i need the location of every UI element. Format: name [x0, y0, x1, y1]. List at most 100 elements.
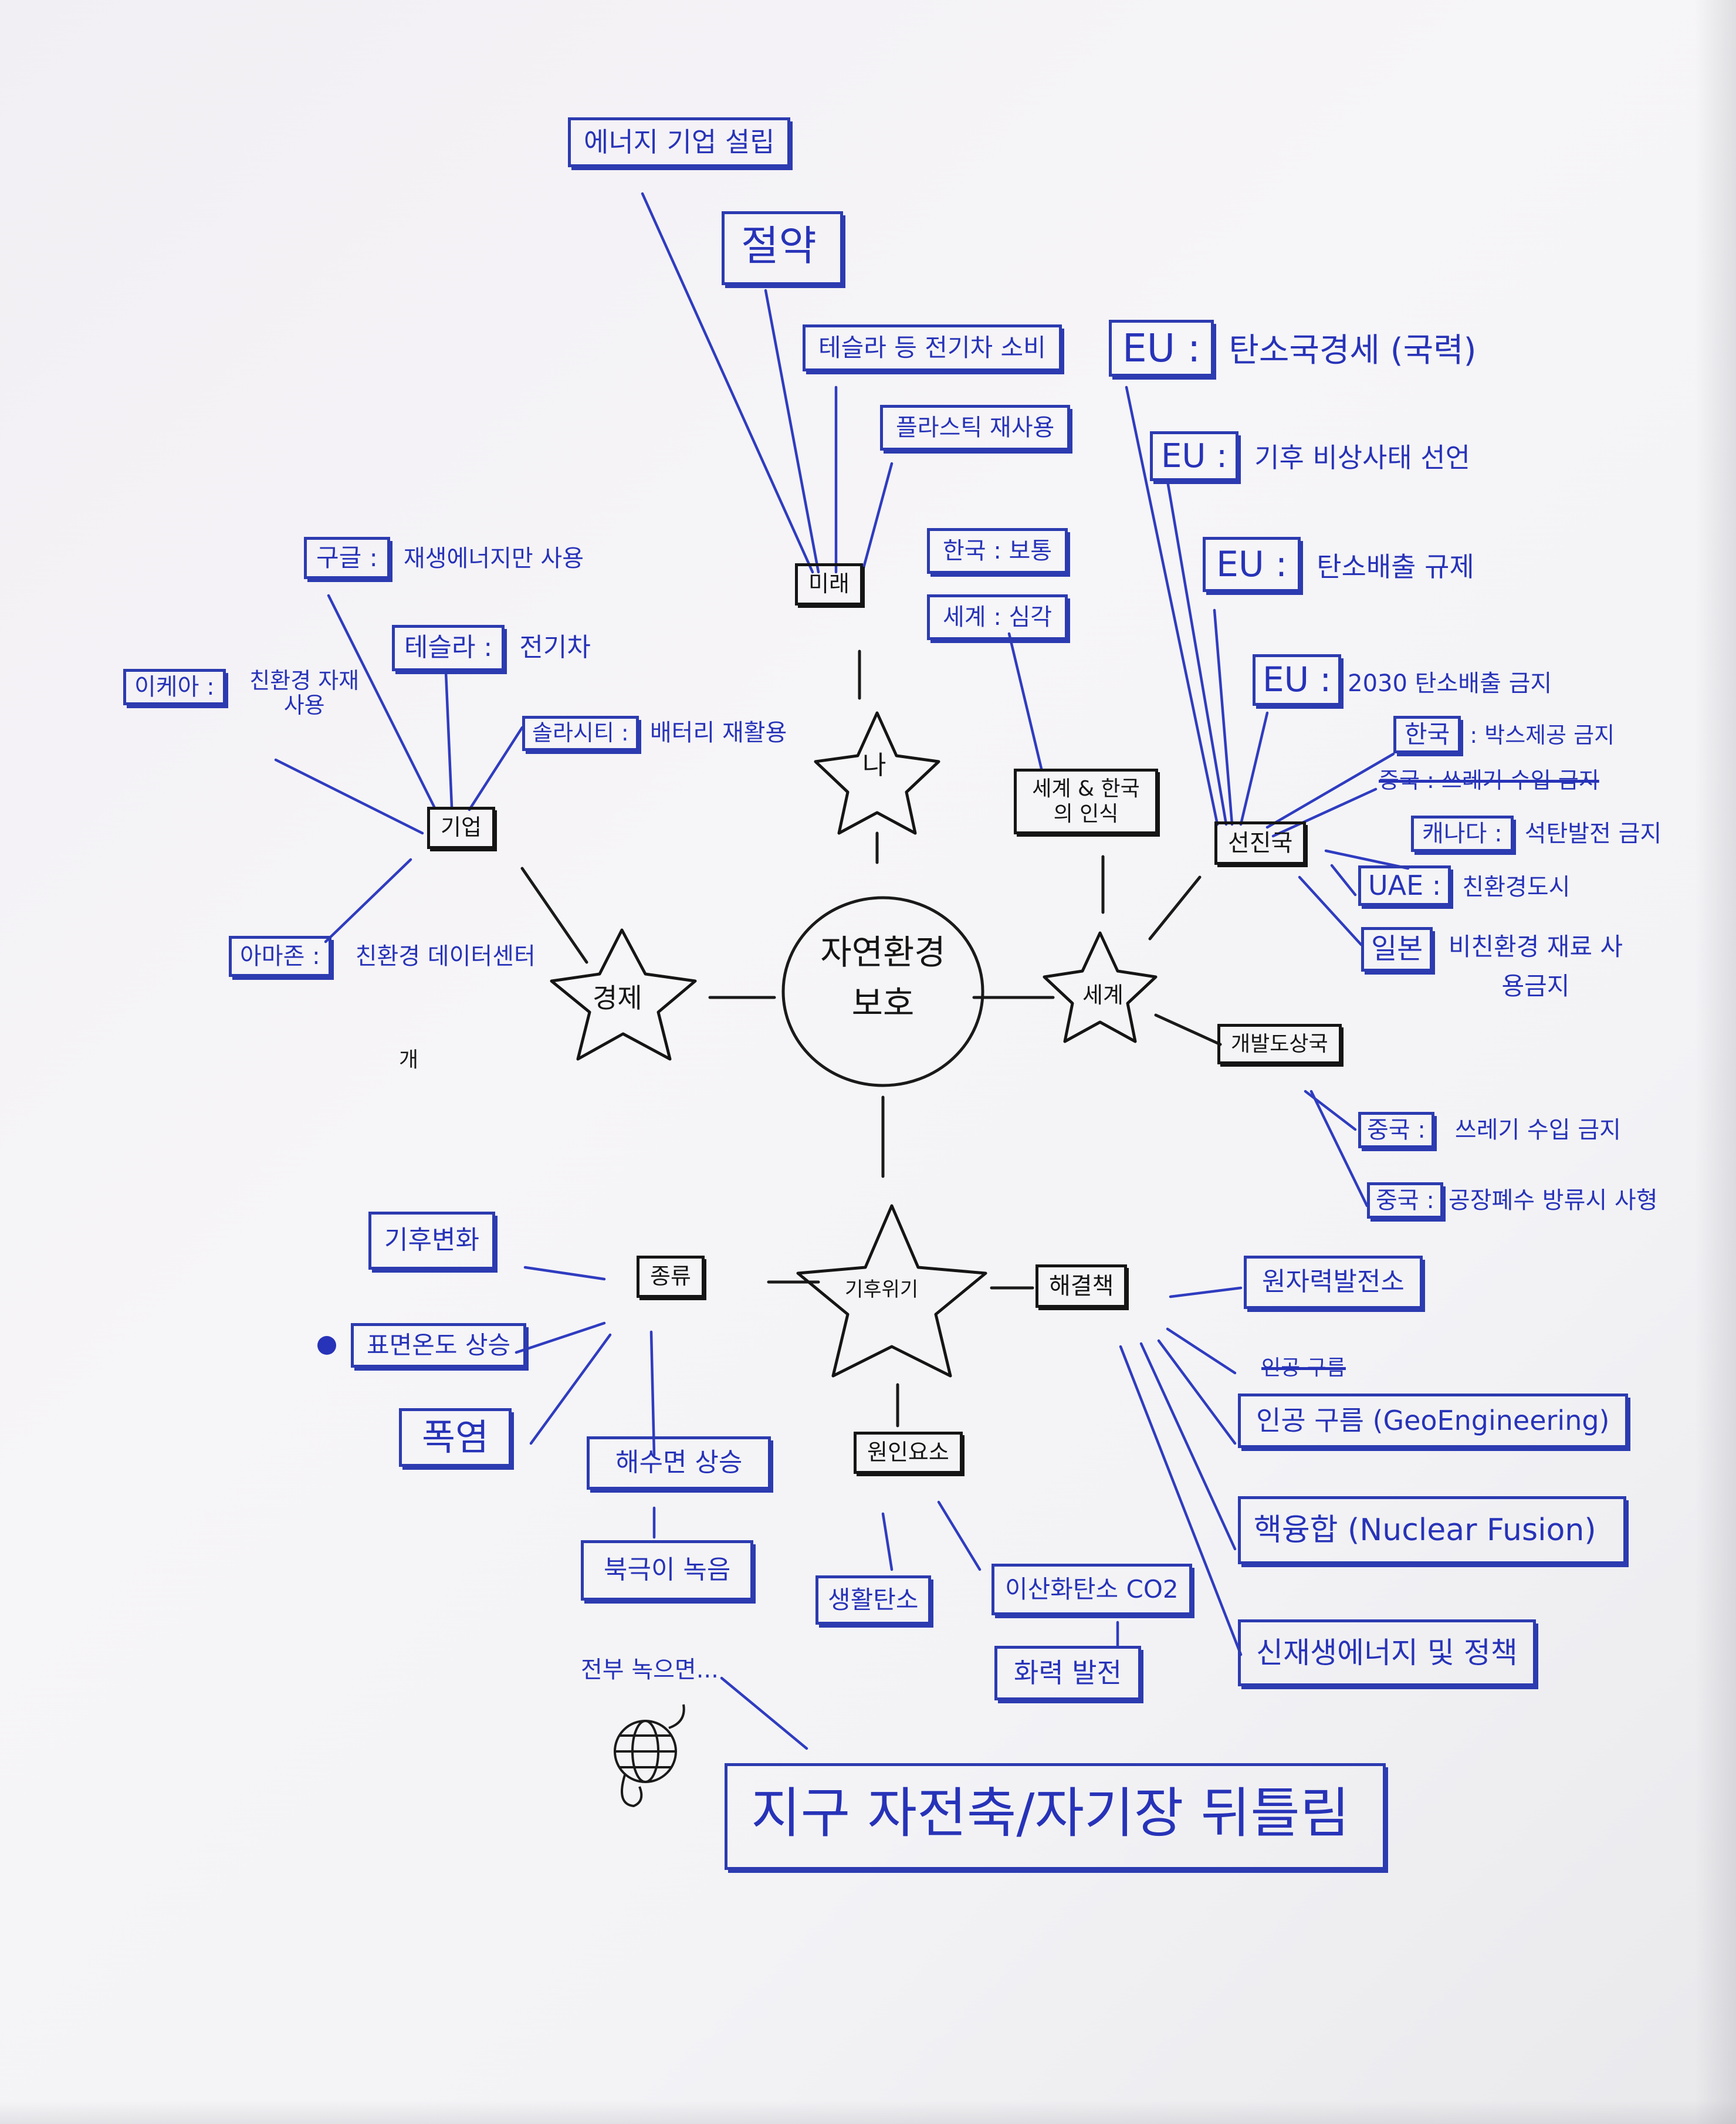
black-links [520, 650, 1222, 1428]
link-world-developed [1148, 875, 1202, 941]
future-item-plastic: 플라스틱 재사용 [880, 405, 1071, 451]
developed-japan-text: 비친환경 재료 사용금지 [1448, 932, 1623, 1001]
solutions-geoengineering: 인공 구름 (GeoEngineering) [1238, 1394, 1628, 1449]
globe-doodle [614, 1704, 685, 1808]
future-node: 미래 [795, 563, 863, 606]
solutions-struck: 인공 구름 [1261, 1356, 1346, 1380]
developed-canada-tag: 캐나다 : [1411, 816, 1514, 852]
types-climate-change: 기후변화 [368, 1212, 495, 1270]
company-tesla-tag: 테슬라 : [392, 625, 505, 671]
causes-co2: 이산화탄소 CO2 [991, 1564, 1192, 1616]
center-circle [781, 896, 984, 1087]
developed-eu-4: EU : 2030 탄소배출 금지 [1253, 654, 1552, 706]
company-solarcity: 솔라시티 : 배터리 재활용 [522, 716, 787, 751]
stray-mark: 개 [399, 1048, 419, 1072]
company-ikea-text: 친환경 자재 사용 [249, 668, 360, 718]
future-item-saving: 절약 [722, 211, 843, 285]
developing-china-1-text: 쓰레기 수입 금지 [1454, 1117, 1621, 1144]
company-google: 구글 : 재생에너지만 사용 [304, 537, 584, 580]
developed-canada: 캐나다 : 석탄발전 금지 [1411, 816, 1661, 852]
developed-korea-tag: 한국 [1393, 716, 1461, 754]
center-title-line1: 자연환경 [820, 932, 946, 972]
star-economy [550, 928, 697, 1061]
developed-eu-2: EU : 기후 비상사태 선언 [1150, 431, 1470, 482]
star-world [1043, 931, 1158, 1043]
company-tesla-text: 전기차 [519, 633, 591, 662]
hub-stars [550, 711, 1158, 1378]
types-arctic-melt: 북극이 녹음 [581, 1540, 754, 1601]
causes-daily-carbon: 생활탄소 [815, 1575, 931, 1625]
paper-edge-shadow [1695, 0, 1736, 2124]
developed-eu-4-tag: EU : [1253, 654, 1342, 706]
types-note: 전부 녹으면... [581, 1656, 719, 1683]
link-world-developing [1154, 1013, 1222, 1046]
company-tesla: 테슬라 : 전기차 [392, 625, 591, 671]
awareness-label: 세계 & 한국의 인식 [1032, 777, 1140, 827]
center-title: 자연환경 보호 [795, 927, 971, 1029]
developed-canada-text: 석탄발전 금지 [1524, 820, 1662, 847]
causes-thermal-power: 화력 발전 [994, 1646, 1141, 1701]
types-sea-level: 해수면 상승 [587, 1436, 771, 1490]
developed-korea-text: : 박스제공 금지 [1470, 722, 1615, 748]
developed-eu-2-tag: EU : [1150, 431, 1239, 482]
company-node: 기업 [427, 807, 495, 849]
ink-dot [317, 1336, 336, 1355]
blue-links [274, 192, 1410, 1750]
developing-china-2: 중국 : 공장폐수 방류시 사형 [1367, 1182, 1658, 1219]
developed-eu-1-tag: EU : [1109, 320, 1214, 377]
awareness-node: 세계 & 한국의 인식 [1014, 769, 1158, 835]
developing-china-2-text: 공장폐수 방류시 사형 [1448, 1187, 1658, 1214]
types-heatwave: 폭염 [399, 1408, 512, 1467]
company-google-text: 재생에너지만 사용 [403, 545, 584, 572]
company-ikea-tag: 이케아 : [123, 669, 226, 705]
hub-me-label: 나 [862, 750, 886, 780]
developed-japan-tag: 일본 [1361, 927, 1433, 972]
future-item-ev: 테슬라 등 전기차 소비 [803, 324, 1062, 372]
developed-eu-4-text: 2030 탄소배출 금지 [1348, 670, 1552, 697]
solutions-nuclear-plant: 원자력발전소 [1244, 1256, 1423, 1309]
developed-uae-tag: UAE : [1358, 865, 1451, 907]
company-google-tag: 구글 : [304, 537, 390, 580]
developed-eu-3-tag: EU : [1203, 537, 1301, 592]
developed-eu-2-text: 기후 비상사태 선언 [1254, 442, 1470, 473]
awareness-world: 세계 : 심각 [927, 594, 1068, 640]
developed-eu-3: EU : 탄소배출 규제 [1203, 537, 1474, 592]
developed-node: 선진국 [1214, 821, 1307, 865]
company-solarcity-tag: 솔라시티 : [522, 716, 639, 751]
future-item-energy-company: 에너지 기업 설립 [568, 117, 791, 168]
solutions-renewables: 신재생에너지 및 정책 [1238, 1619, 1536, 1686]
developed-china-struck: 중국 : 쓰레기 수입 금지 [1379, 767, 1599, 793]
company-ikea: 이케아 : 친환경 자재 사용 [123, 668, 372, 718]
company-solarcity-text: 배터리 재활용 [649, 719, 787, 746]
conclusion-box: 지구 자전축/자기장 뒤틀림 [725, 1763, 1386, 1871]
developed-korea: 한국 : 박스제공 금지 [1393, 716, 1615, 754]
developing-china-1-tag: 중국 : [1358, 1112, 1434, 1148]
developed-japan: 일본 비친환경 재료 사용금지 [1361, 927, 1623, 1006]
star-climate [796, 1204, 987, 1378]
developed-eu-1-text: 탄소국경세 (국력) [1229, 332, 1477, 370]
solutions-nuclear-fusion: 핵융합 (Nuclear Fusion) [1238, 1496, 1626, 1565]
hub-economy-label: 경제 [593, 982, 642, 1014]
company-amazon: 아마존 : 친환경 데이터센터 [229, 936, 536, 977]
hub-climate-label: 기후위기 [845, 1278, 919, 1301]
awareness-korea: 한국 : 보통 [927, 528, 1068, 574]
center-title-line2: 보호 [851, 983, 915, 1023]
developing-china-2-tag: 중국 : [1367, 1182, 1443, 1219]
developed-uae: UAE : 친환경도시 [1358, 865, 1571, 907]
paper-bottom-shadow [0, 2101, 1736, 2124]
developed-uae-text: 친환경도시 [1462, 874, 1571, 901]
hub-world-label: 세계 [1082, 982, 1124, 1008]
link-economy-company [520, 867, 588, 964]
types-surface-temp: 표면온도 상승 [351, 1323, 527, 1368]
developed-eu-3-text: 탄소배출 규제 [1317, 551, 1474, 583]
types-node: 종류 [637, 1256, 705, 1298]
developed-eu-1: EU : 탄소국경세 (국력) [1109, 320, 1476, 377]
solutions-node: 해결책 [1035, 1264, 1128, 1308]
developing-node: 개발도상국 [1217, 1024, 1342, 1065]
causes-node: 원인요소 [854, 1432, 963, 1474]
developing-china-1: 중국 : 쓰레기 수입 금지 [1358, 1112, 1621, 1148]
company-amazon-text: 친환경 데이터센터 [355, 943, 536, 970]
star-me [814, 711, 940, 835]
